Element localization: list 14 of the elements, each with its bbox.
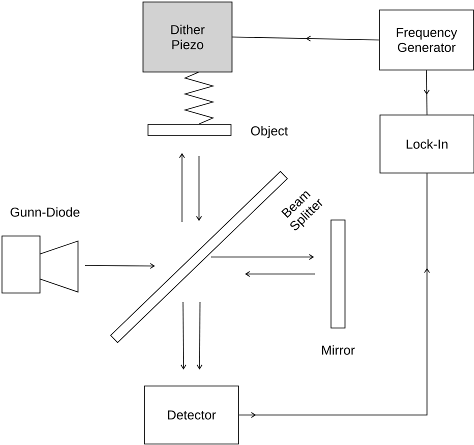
arrow	[196, 156, 202, 221]
arrow	[84, 263, 155, 269]
component-label: Object	[251, 126, 288, 138]
component-label: Mirror	[322, 345, 355, 355]
process-box: Detector	[144, 386, 239, 444]
arrow	[210, 254, 314, 260]
arrow	[180, 302, 186, 370]
arrow	[245, 271, 316, 277]
process-box: Lock-In	[380, 114, 474, 174]
component-label: Gunn-Diode	[10, 207, 80, 217]
process-box: Dither Piezo	[142, 2, 232, 72]
arrow	[179, 153, 185, 222]
arrow	[196, 302, 202, 370]
process-box: Frequency Generator	[379, 10, 474, 70]
